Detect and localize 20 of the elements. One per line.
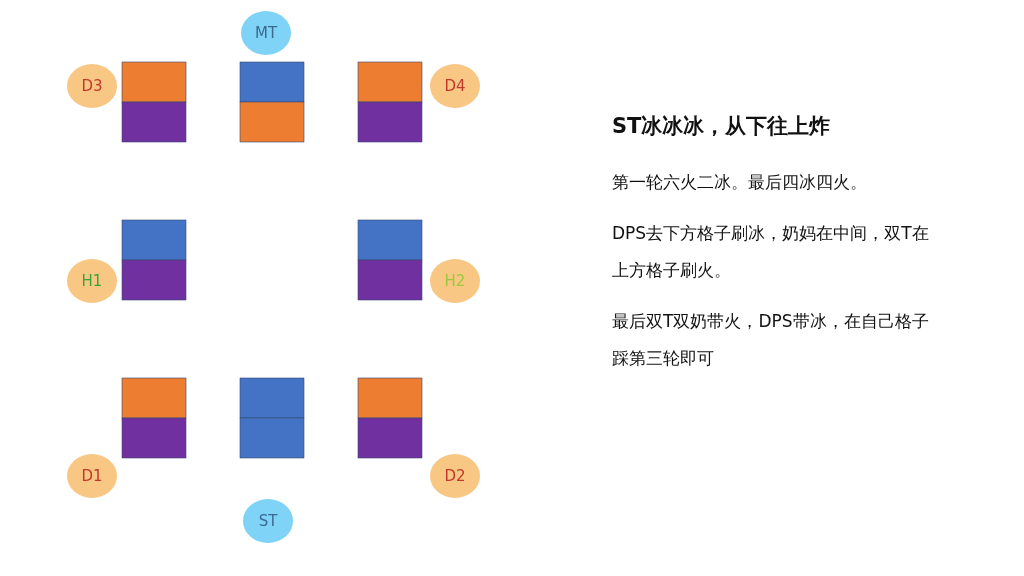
role-label: D4 [444,77,466,95]
role-marker [67,454,117,498]
role-marker [430,259,480,303]
role-label: H1 [81,272,103,290]
note-paragraph: 最后双T双奶带火，DPS带冰，在自己格子踩第三轮即可 [612,310,930,370]
role-label: ST [258,512,278,530]
role-marker [430,454,480,498]
role-label: MT [254,24,278,42]
role-label: D1 [81,467,103,485]
note-paragraph: 第一轮六火二冰。最后四冰四火。 [612,171,868,194]
title: ST冰冰冰，从下往上炸 [612,113,832,140]
role-label: D2 [444,467,466,485]
role-label: D3 [81,77,103,95]
role-marker [243,499,293,543]
role-marker [430,64,480,108]
role-label: H2 [444,272,466,290]
role-marker [67,259,117,303]
role-marker [241,11,291,55]
role-marker [67,64,117,108]
note-paragraph: DPS去下方格子刷冰，奶妈在中间，双T在上方格子刷火。 [612,222,930,282]
